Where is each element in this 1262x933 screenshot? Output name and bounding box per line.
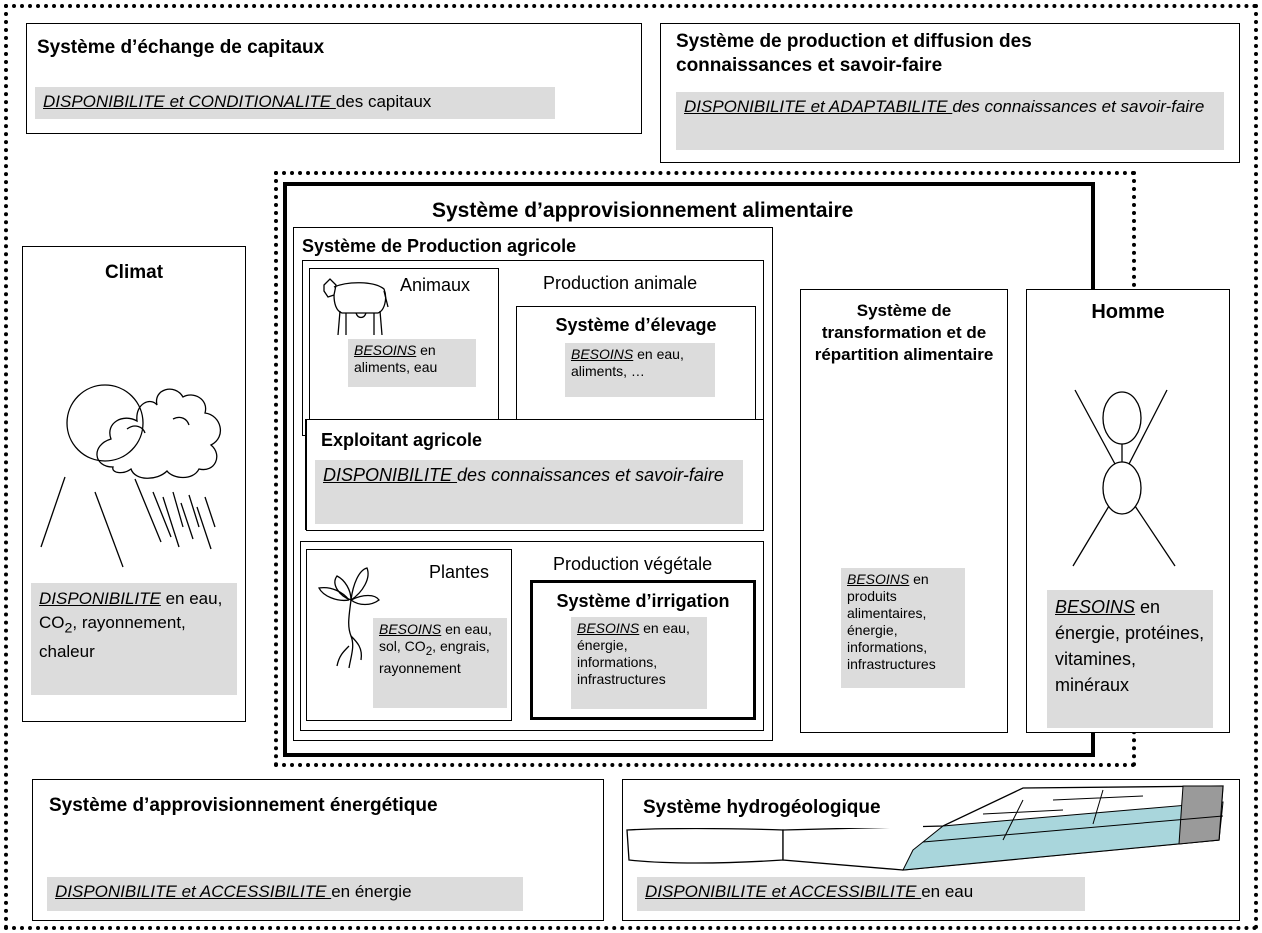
hydrogeologique-note: DISPONIBILITE et ACCESSIBILITE en eau	[637, 877, 1085, 911]
plantes-rest-b: , engrais, rayonnement	[379, 638, 490, 676]
aquifer-icon	[626, 785, 1224, 871]
connaissances-key: DISPONIBILITE et ADAPTABILITE	[684, 97, 953, 116]
animaux-key: BESOINS	[354, 342, 417, 358]
plant-icon	[318, 567, 380, 669]
energetique-box: Système d’approvisionnement énergétique …	[32, 779, 604, 921]
energetique-key: DISPONIBILITE et ACCESSIBILITE	[55, 882, 332, 901]
animaux-rest: en aliments, eau	[354, 342, 438, 375]
homme-key: BESOINS	[1055, 597, 1136, 617]
homme-title: Homme	[1091, 301, 1165, 323]
climat-title: Climat	[104, 262, 164, 283]
elevage-rest: en eau, aliments, …	[571, 346, 684, 379]
homme-box: Homme BESOINS en énergie, protéines, vit…	[1026, 289, 1230, 733]
irrigation-rest: en eau, énergie, informations, infrastru…	[577, 620, 690, 687]
elevage-title: Système d’élevage	[555, 315, 717, 335]
exploitant-inner: Exploitant agricole DISPONIBILITE des co…	[306, 419, 764, 531]
transformation-key: BESOINS	[847, 571, 910, 587]
connaissances-box: Système de production et diffusion des c…	[660, 23, 1240, 163]
production-vegetale-label: Production végétale	[553, 554, 713, 574]
connaissances-title: Système de production et diffusion des c…	[676, 31, 1032, 76]
hydrogeologique-title: Système hydrogéologique	[643, 797, 881, 818]
person-icon	[1072, 389, 1176, 567]
elevage-note: BESOINS en eau, aliments, …	[565, 343, 715, 397]
exploitant-title: Exploitant agricole	[321, 430, 483, 450]
climat-rest-a: en eau, CO	[39, 589, 223, 632]
capitaux-note: DISPONIBILITE et CONDITIONALITE des capi…	[35, 87, 555, 119]
connaissances-note: DISPONIBILITE et ADAPTABILITE des connai…	[676, 92, 1224, 150]
transformation-title: Système de transformation et de répartit…	[814, 301, 994, 364]
elevage-key: BESOINS	[571, 346, 634, 362]
transformation-note: BESOINS en produits alimentaires, énergi…	[841, 568, 965, 688]
hydrogeologique-rest: en eau	[921, 882, 974, 901]
capitaux-title: Système d’échange de capitaux	[37, 37, 325, 58]
animaux-label: Animaux	[400, 275, 471, 295]
irrigation-key: BESOINS	[577, 620, 640, 636]
energetique-rest: en énergie	[331, 882, 412, 901]
cow-icon	[323, 278, 389, 336]
plantes-sub: 2	[425, 644, 433, 658]
production-agricole-title: Système de Production agricole	[302, 236, 577, 256]
capitaux-rest: des capitaux	[335, 92, 432, 111]
irrigation-note: BESOINS en eau, énergie, informations, i…	[571, 617, 707, 709]
plantes-label: Plantes	[429, 562, 490, 582]
production-animale-label: Production animale	[543, 273, 698, 293]
hydrogeologique-title-bg	[637, 790, 923, 828]
plantes-note: BESOINS en eau, sol, CO2, engrais, rayon…	[373, 618, 507, 708]
homme-rest: en énergie, protéines, vitamines, minéra…	[1055, 597, 1205, 695]
climat-rest-b: , rayonnement, chaleur	[39, 613, 186, 662]
energetique-title: Système d’approvisionnement énergétique	[49, 795, 438, 816]
irrigation-box: Système d’irrigation BESOINS en eau, éne…	[530, 580, 756, 720]
appro-alimentaire-title: Système d’approvisionnement alimentaire	[432, 199, 854, 222]
hydrogeologique-key: DISPONIBILITE et ACCESSIBILITE	[645, 882, 922, 901]
capitaux-box: Système d’échange de capitaux DISPONIBIL…	[26, 23, 642, 134]
climat-box: Climat DISPONIBILITE en eau, CO2, rayonn…	[22, 246, 246, 722]
transformation-rest: en produits alimentaires, énergie, infor…	[847, 571, 936, 672]
elevage-box: Système d’élevage BESOINS en eau, alimen…	[516, 306, 756, 426]
energetique-note: DISPONIBILITE et ACCESSIBILITE en énergi…	[47, 877, 523, 911]
transformation-box: Système de transformation et de répartit…	[800, 289, 1008, 733]
climat-sub: 2	[64, 620, 73, 637]
climat-key: DISPONIBILITE	[39, 589, 161, 608]
plantes-rest-a: en eau, sol, CO	[379, 621, 492, 654]
exploitant-note: DISPONIBILITE des connaissances et savoi…	[315, 460, 743, 524]
hydrogeologique-box: Système hydrogéologique DISPONIBILITE et…	[622, 779, 1240, 921]
connaissances-rest: des connaissances et savoir-faire	[952, 97, 1205, 116]
exploitant-key: DISPONIBILITE	[323, 465, 458, 485]
cloud-rain-icon	[40, 384, 222, 568]
homme-note: BESOINS en énergie, protéines, vitamines…	[1047, 590, 1213, 728]
climat-note: DISPONIBILITE en eau, CO2, rayonnement, …	[31, 583, 237, 695]
outer-frame	[4, 4, 1258, 930]
capitaux-key: DISPONIBILITE et CONDITIONALITE	[43, 92, 336, 111]
exploitant-rest: des connaissances et savoir-faire	[457, 465, 724, 485]
animaux-note: BESOINS en aliments, eau	[348, 339, 476, 387]
animaux-box: Animaux BESOINS en aliments, eau	[309, 268, 499, 428]
plantes-box: Plantes BESOINS en eau, sol, CO2, engrai…	[306, 549, 512, 721]
irrigation-title: Système d’irrigation	[556, 591, 730, 611]
plantes-key: BESOINS	[379, 621, 442, 637]
